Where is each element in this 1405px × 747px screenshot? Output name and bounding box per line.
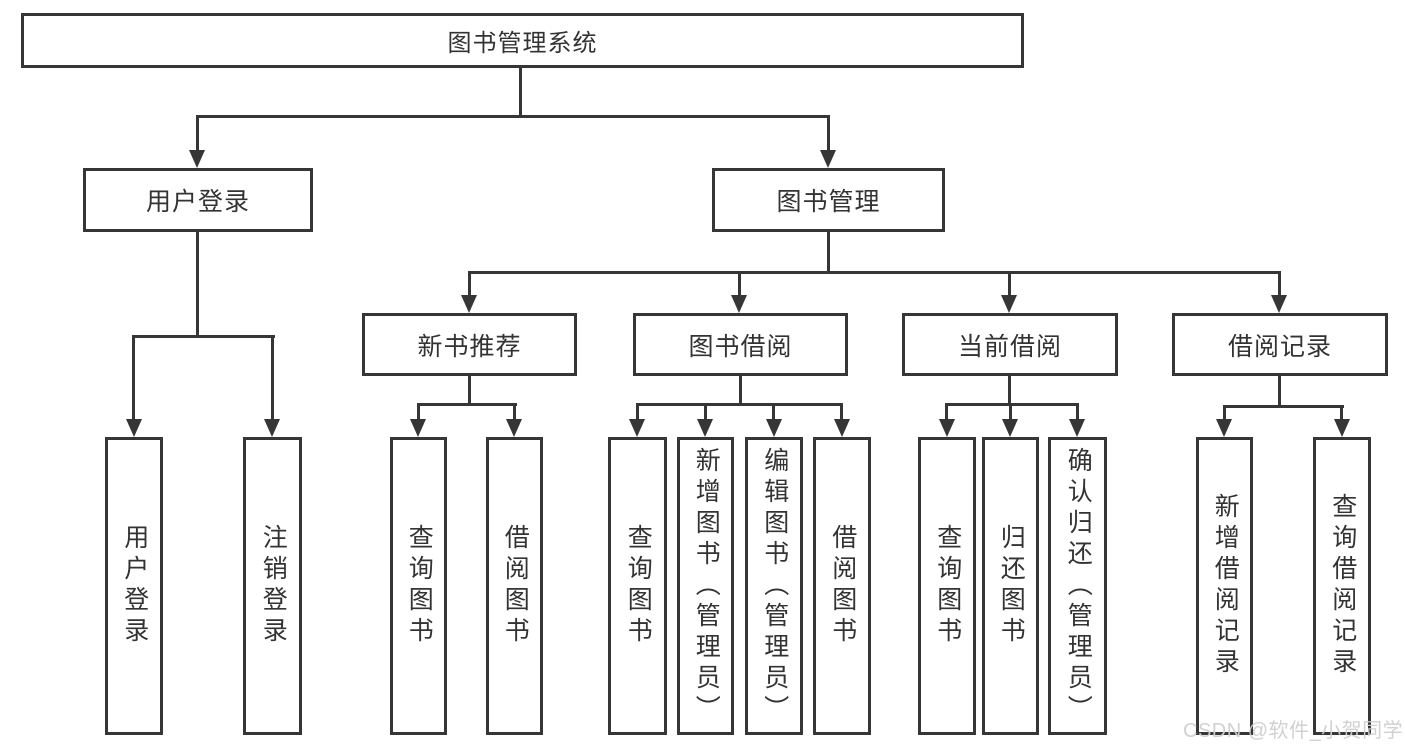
node-leaf-br-query-record: 查询借阅记录	[1313, 437, 1371, 735]
connector-line	[739, 376, 742, 405]
arrowhead-down-icon	[1271, 295, 1287, 313]
node-leaf-br-add-record: 新增借阅记录	[1196, 437, 1253, 735]
arrowhead-down-icon	[1069, 419, 1085, 437]
node-leaf-cb-return-books: 归还图书	[982, 437, 1039, 735]
connector-line	[636, 403, 843, 406]
connector-line	[704, 403, 707, 421]
arrowhead-down-icon	[1334, 419, 1350, 437]
connector-line	[1223, 405, 1226, 421]
arrowhead-down-icon	[189, 150, 205, 168]
node-leaf-bb-edit-books-admin: 编辑图书（管理员）	[745, 437, 803, 735]
arrowhead-down-icon	[264, 419, 280, 437]
connector-line	[827, 232, 830, 274]
connector-line	[738, 271, 741, 297]
arrowhead-down-icon	[939, 419, 955, 437]
arrowhead-down-icon	[506, 419, 522, 437]
node-leaf-nb-borrow-books: 借阅图书	[486, 437, 543, 735]
node-leaf-bb-borrow-books: 借阅图书	[813, 437, 871, 735]
connector-line	[197, 115, 829, 118]
node-leaf-cb-confirm-return-admin: 确认归还（管理员）	[1048, 437, 1107, 735]
connector-line	[133, 335, 275, 338]
arrowhead-down-icon	[766, 419, 782, 437]
connector-line	[1076, 403, 1079, 421]
node-book-management-branch: 图书管理	[712, 168, 945, 232]
connector-line	[271, 335, 274, 421]
arrowhead-down-icon	[820, 150, 836, 168]
node-leaf-bb-query-books: 查询图书	[608, 437, 667, 735]
node-leaf-user-login: 用户登录	[105, 437, 163, 735]
node-book-borrowing: 图书借阅	[633, 313, 848, 376]
connector-line	[513, 403, 516, 421]
connector-line	[827, 115, 830, 153]
arrowhead-down-icon	[731, 295, 747, 313]
node-library-management-system: 图书管理系统	[21, 13, 1024, 68]
arrowhead-down-icon	[126, 419, 142, 437]
connector-line	[1008, 271, 1011, 297]
connector-line	[468, 376, 471, 405]
connector-line	[1223, 405, 1344, 408]
arrowhead-down-icon	[1001, 295, 1017, 313]
node-leaf-bb-add-books-admin: 新增图书（管理员）	[677, 437, 734, 735]
csdn-watermark: CSDN @软件_小贺同学	[1183, 720, 1404, 742]
connector-line	[945, 403, 948, 421]
arrowhead-down-icon	[697, 419, 713, 437]
connector-line	[417, 403, 517, 406]
connector-line	[519, 68, 522, 118]
connector-line	[636, 403, 639, 421]
connector-line	[945, 403, 1079, 406]
arrowhead-down-icon	[1002, 419, 1018, 437]
node-current-borrowing: 当前借阅	[902, 313, 1118, 376]
node-leaf-logout: 注销登录	[243, 437, 302, 735]
arrowhead-down-icon	[629, 419, 645, 437]
connector-line	[196, 115, 199, 153]
connector-line	[840, 403, 843, 421]
connector-line	[468, 271, 471, 297]
arrowhead-down-icon	[410, 419, 426, 437]
arrowhead-down-icon	[461, 295, 477, 313]
arrowhead-down-icon	[1216, 419, 1232, 437]
node-leaf-nb-query-books: 查询图书	[390, 437, 447, 735]
connector-line	[1340, 405, 1343, 421]
connector-line	[1009, 403, 1012, 421]
connector-line	[772, 403, 775, 421]
connector-line	[469, 271, 1281, 274]
node-user-login-branch: 用户登录	[83, 168, 313, 232]
connector-line	[132, 335, 135, 421]
connector-line	[1278, 376, 1281, 407]
node-new-book-recommendation: 新书推荐	[362, 313, 577, 376]
node-borrowing-records: 借阅记录	[1172, 313, 1388, 376]
connector-line	[1278, 271, 1281, 297]
connector-line	[1008, 376, 1011, 405]
node-leaf-cb-query-books: 查询图书	[918, 437, 976, 735]
connector-line	[417, 403, 420, 421]
connector-line	[196, 232, 199, 337]
arrowhead-down-icon	[834, 419, 850, 437]
